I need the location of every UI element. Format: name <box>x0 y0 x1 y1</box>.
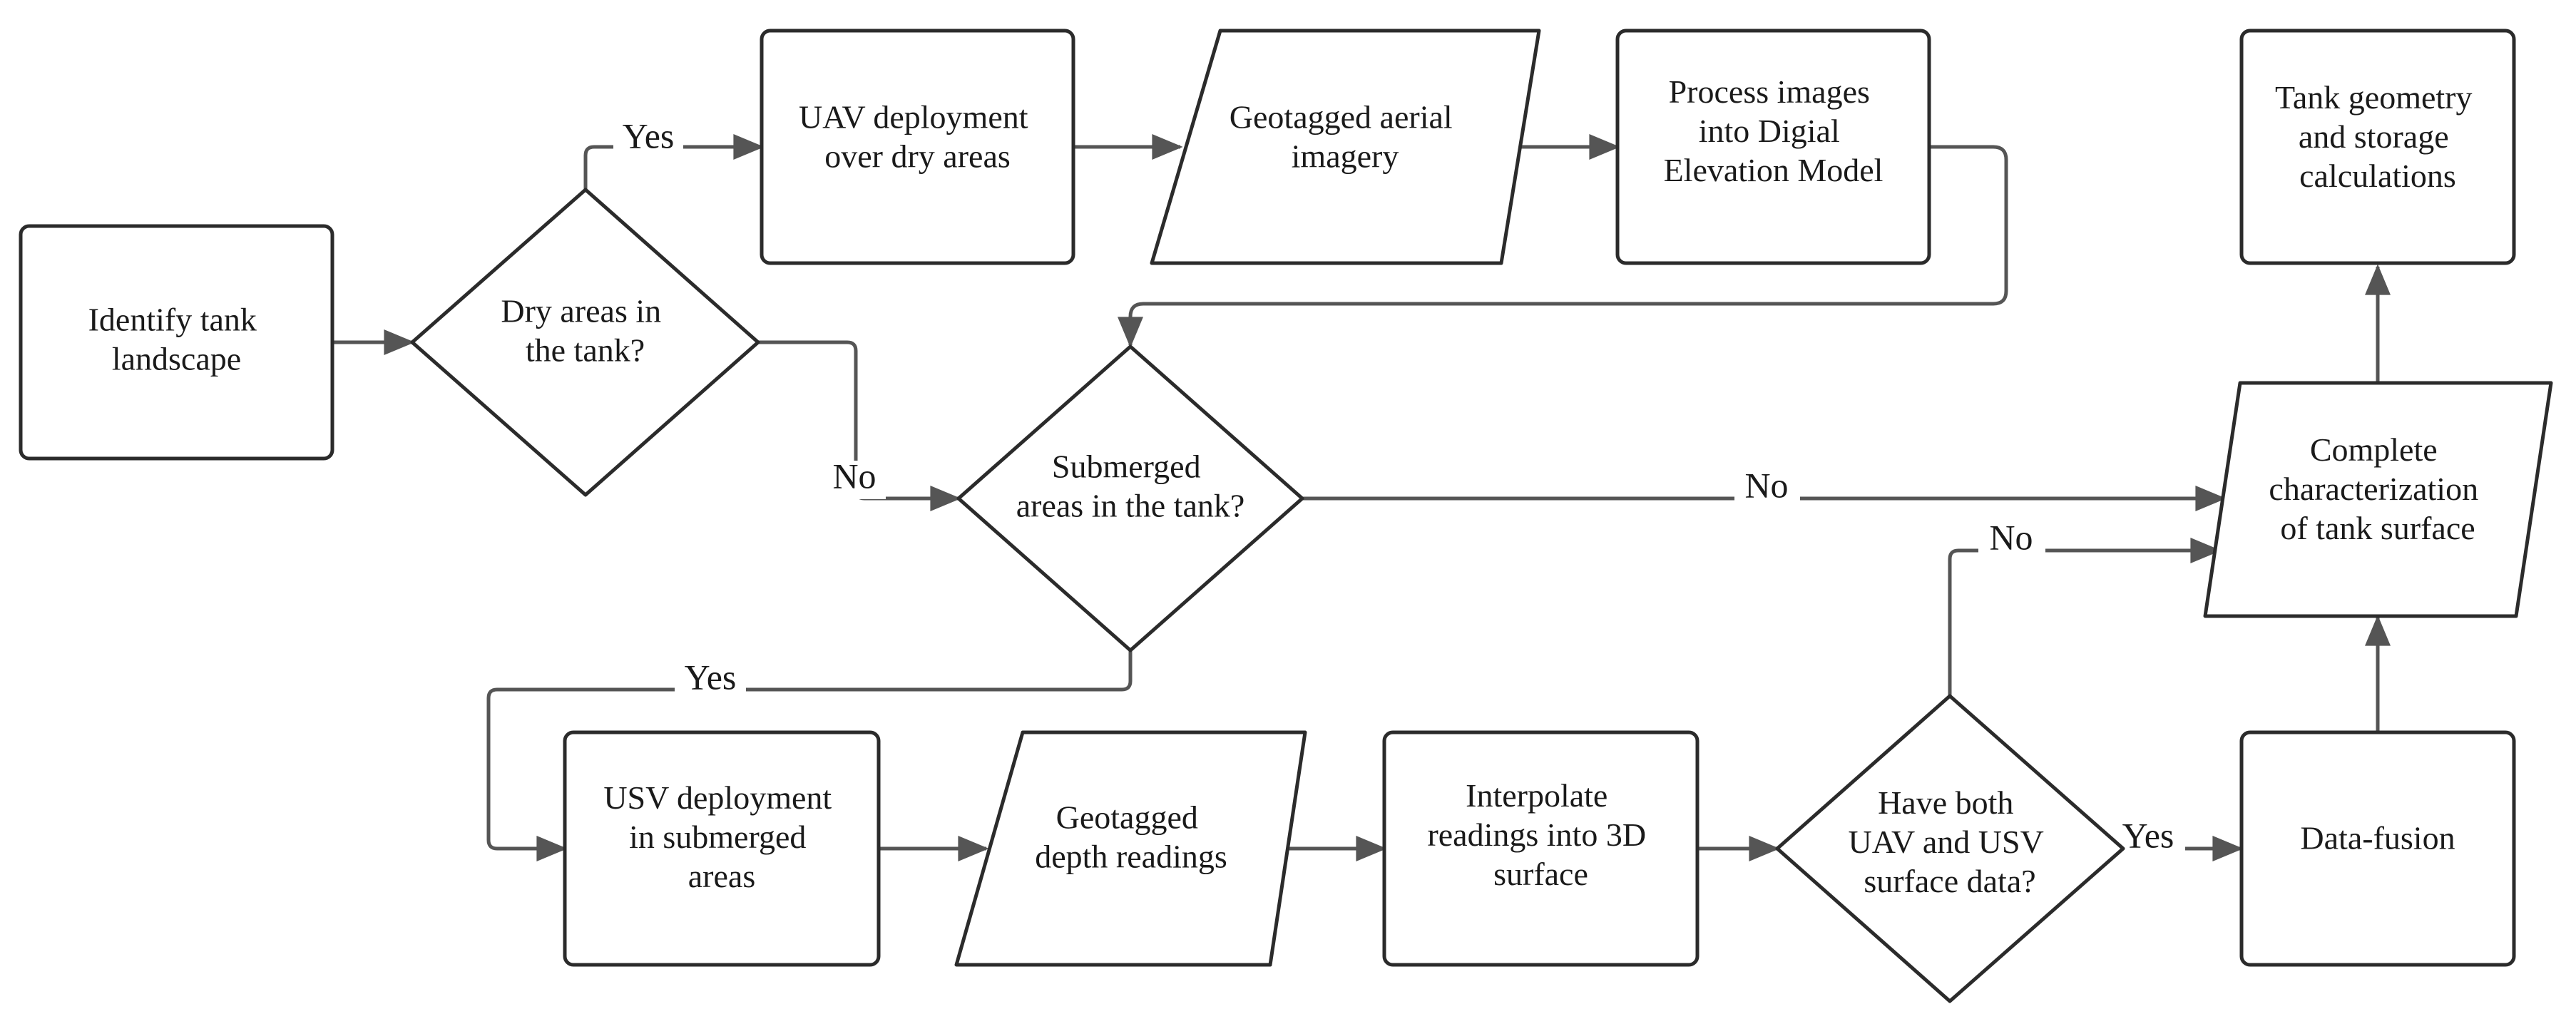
svg-text:Process images into Di: Process images into Digial Elevation Mod… <box>1664 73 1884 188</box>
node-aerial-line-1: Geotagged aerial <box>1230 98 1453 135</box>
label-both-yes: Yes <box>2122 815 2174 855</box>
svg-text:Submerged areas in the: Submerged areas in the tank? <box>1016 448 1245 523</box>
node-dem-line-2: into Digial <box>1699 113 1840 149</box>
node-submerged-line-2: areas in the tank? <box>1016 487 1245 523</box>
svg-text:Dry areas in the tank?: Dry areas in the tank? <box>501 292 669 368</box>
node-submerged-line-1: Submerged <box>1052 448 1201 484</box>
node-usv-line-2: in submerged <box>629 819 806 855</box>
svg-text:Complete characterizat: Complete characterization of tank surfac… <box>2269 431 2486 546</box>
node-interpolate-line-2: readings into 3D <box>1427 816 1646 853</box>
node-submerged-decision: Submerged areas in the tank? <box>956 344 1304 652</box>
node-dry-line-1: Dry areas in <box>501 292 661 329</box>
node-both-line-3: surface data? <box>1864 863 2035 899</box>
node-data-fusion: Data-fusion <box>2239 730 2516 967</box>
node-fusion-line-1: Data-fusion <box>2300 820 2455 856</box>
label-submerged-no: No <box>1744 465 1788 505</box>
svg-text:USV deployment in subm: USV deployment in submerged areas <box>603 779 839 894</box>
node-uav-deployment: UAV deployment over dry areas <box>760 29 1075 265</box>
node-both-data-decision: Have both UAV and USV surface data? <box>1775 694 2125 1003</box>
svg-text:Interpolate readings i: Interpolate readings into 3D surface <box>1427 777 1654 891</box>
node-interpolate-line-3: surface <box>1493 856 1588 892</box>
node-complete-line-1: Complete <box>2310 431 2438 467</box>
node-dry-areas-decision: Dry areas in the tank? <box>410 188 760 497</box>
nodes: Identify tank landscape Dry areas in the… <box>19 29 2553 1003</box>
node-uav-line-1: UAV deployment <box>799 98 1028 135</box>
edge-submerged-yes-to-usv <box>486 650 1133 861</box>
node-interpolate-readings: Interpolate readings into 3D surface <box>1382 730 1700 967</box>
node-identify-tank-landscape: Identify tank landscape <box>19 224 334 461</box>
label-dry-no: No <box>832 456 876 496</box>
svg-text:Geotagged aerial image: Geotagged aerial imagery <box>1230 98 1461 174</box>
edge-both-no-to-complete <box>1948 538 2222 696</box>
node-dry-line-2: the tank? <box>526 332 645 368</box>
svg-text:Geotagged depth readin: Geotagged depth readings <box>1035 799 1227 874</box>
node-complete-characterization: Complete characterization of tank surfac… <box>2203 381 2553 618</box>
node-dem-line-3: Elevation Model <box>1664 152 1884 188</box>
label-submerged-yes: Yes <box>685 657 737 697</box>
node-usv-line-3: areas <box>688 858 755 894</box>
svg-text:Have both UAV and USV: Have both UAV and USV surface data? <box>1848 784 2051 898</box>
node-dem-line-1: Process images <box>1669 73 1870 109</box>
node-usv-line-1: USV deployment <box>603 779 832 815</box>
edge-labels: Yes No No Yes No Yes <box>613 116 2185 859</box>
edge-dry-yes-to-uav <box>583 134 765 190</box>
node-tank-geometry: Tank geometry and storage calculations <box>2239 29 2516 265</box>
node-geotagged-aerial-imagery: Geotagged aerial imagery <box>1150 29 1541 265</box>
node-complete-line-2: characterization <box>2269 471 2478 507</box>
node-interpolate-line-1: Interpolate <box>1466 777 1608 813</box>
edge-dem-to-submerged <box>1118 145 2008 348</box>
node-both-line-2: UAV and USV <box>1848 824 2043 860</box>
node-identify-line-1: Identify tank <box>88 301 257 337</box>
node-identify-line-2: landscape <box>112 340 241 377</box>
svg-text:Tank geometry and stor: Tank geometry and storage calculations <box>2275 78 2480 193</box>
node-depth-line-2: depth readings <box>1035 838 1227 874</box>
label-both-no: No <box>1989 517 2033 557</box>
node-aerial-line-2: imagery <box>1292 138 1399 174</box>
node-depth-line-1: Geotagged <box>1056 799 1198 835</box>
label-dry-yes: Yes <box>623 116 675 155</box>
node-geometry-line-1: Tank geometry <box>2275 78 2473 115</box>
node-uav-line-2: over dry areas <box>824 138 1011 174</box>
node-geometry-line-2: and storage <box>2299 118 2449 155</box>
node-geometry-line-3: calculations <box>2299 158 2456 194</box>
node-process-dem: Process images into Digial Elevation Mod… <box>1615 29 1931 265</box>
node-usv-deployment: USV deployment in submerged areas <box>563 730 881 967</box>
node-complete-line-3: of tank surface <box>2280 510 2475 546</box>
node-geotagged-depth-readings: Geotagged depth readings <box>954 730 1307 967</box>
svg-text:Identify tank landscap: Identify tank landscape <box>88 301 265 377</box>
node-both-line-1: Have both <box>1878 784 2013 820</box>
svg-text:UAV deployment over dr: UAV deployment over dry areas <box>799 98 1036 174</box>
